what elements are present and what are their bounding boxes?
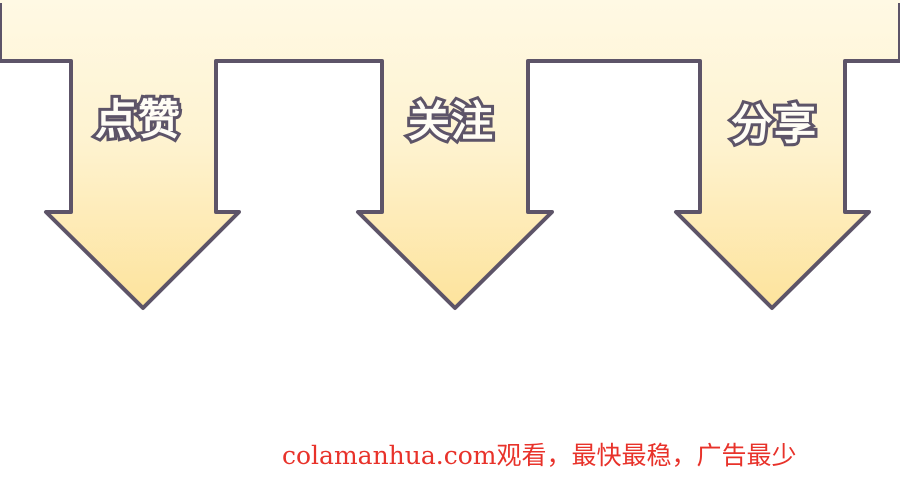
arrow-label-follow: 关注 (408, 97, 494, 146)
arrow-label-like: 点赞 (95, 95, 181, 144)
arrow-label-share: 分享 (731, 100, 817, 149)
arrow-share[interactable]: 分享 (728, 97, 819, 152)
arrow-like[interactable]: 点赞 (92, 92, 183, 147)
arrow-follow[interactable]: 关注 (405, 94, 496, 149)
banner-band (0, 0, 900, 310)
watermark-text: colamanhua.com观看，最快最稳，广告最少 (282, 441, 797, 470)
